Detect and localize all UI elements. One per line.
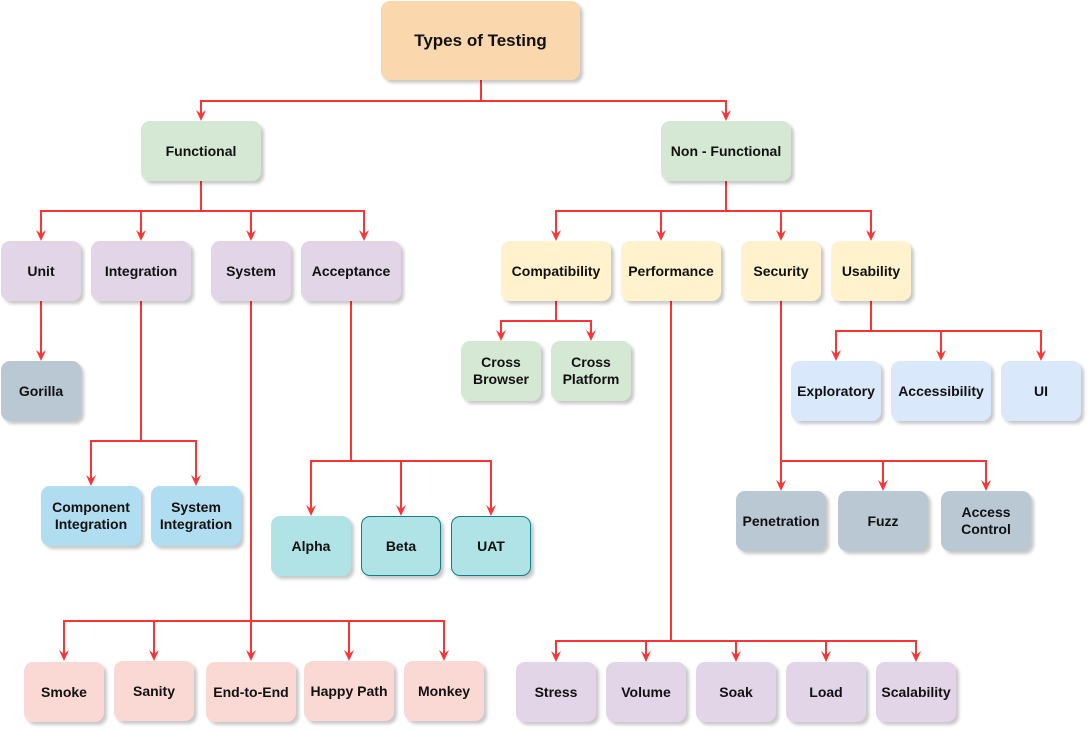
connector-line (480, 80, 727, 115)
node-functional: Functional (141, 121, 261, 181)
node-happy-path: Happy Path (304, 661, 394, 721)
connector-line (250, 301, 445, 655)
connector-line (250, 301, 350, 655)
arrow-head-icon (656, 230, 666, 241)
connector-line (780, 301, 987, 485)
arrow-head-icon (59, 650, 69, 661)
node-load: Load (786, 662, 866, 722)
connector-line (140, 301, 197, 480)
arrow-head-icon (721, 110, 731, 121)
arrow-head-icon (776, 480, 786, 491)
arrow-head-icon (731, 651, 741, 662)
node-system-integration: System Integration (151, 486, 241, 546)
arrow-head-icon (866, 230, 876, 241)
arrow-head-icon (359, 230, 369, 241)
node-cross-browser: Cross Browser (461, 341, 541, 401)
node-accessibility: Accessibility (891, 361, 991, 421)
node-acceptance: Acceptance (301, 241, 401, 301)
connector-line (153, 301, 252, 655)
arrow-head-icon (306, 505, 316, 516)
node-usability: Usability (831, 241, 911, 301)
connector-line (63, 301, 252, 655)
arrow-head-icon (586, 330, 596, 341)
connector-line (350, 301, 402, 510)
node-monkey: Monkey (404, 661, 484, 721)
arrow-head-icon (911, 651, 921, 662)
node-cross-platform: Cross Platform (551, 341, 631, 401)
node-system: System (211, 241, 291, 301)
arrow-head-icon (878, 480, 888, 491)
connector-line (200, 181, 252, 235)
connector-line (670, 301, 917, 656)
connector-line (660, 181, 727, 235)
node-component-integration: Component Integration (41, 486, 141, 546)
arrow-head-icon (551, 651, 561, 662)
arrow-head-icon (981, 480, 991, 491)
node-root: Types of Testing (381, 1, 580, 80)
node-alpha: Alpha (271, 516, 351, 576)
arrow-head-icon (36, 350, 46, 361)
connector-line (500, 301, 557, 335)
node-smoke: Smoke (24, 662, 104, 722)
node-soak: Soak (696, 662, 776, 722)
node-access-control: Access Control (941, 491, 1031, 551)
node-end-to-end: End-to-End (206, 662, 296, 722)
connector-line (870, 301, 942, 355)
arrow-head-icon (396, 505, 406, 516)
connector-line (670, 301, 827, 656)
connector-line (725, 181, 872, 235)
arrow-head-icon (776, 230, 786, 241)
connector-line (725, 181, 782, 235)
arrow-head-icon (149, 650, 159, 661)
node-ui: UI (1001, 361, 1081, 421)
node-performance: Performance (621, 241, 721, 301)
connector-line (140, 181, 202, 235)
node-uat: UAT (451, 516, 531, 576)
node-gorilla: Gorilla (1, 361, 81, 421)
node-penetration: Penetration (736, 491, 826, 551)
arrow-head-icon (1036, 350, 1046, 361)
arrow-head-icon (344, 650, 354, 661)
arrow-head-icon (486, 505, 496, 516)
connector-line (555, 181, 727, 235)
connector-line (200, 80, 482, 115)
arrow-head-icon (551, 230, 561, 241)
connector-line (645, 301, 672, 656)
arrow-head-icon (36, 230, 46, 241)
node-sanity: Sanity (114, 661, 194, 721)
arrow-head-icon (136, 230, 146, 241)
node-non-functional: Non - Functional (661, 121, 791, 181)
connector-line (555, 301, 592, 335)
node-scalability: Scalability (876, 662, 956, 722)
node-exploratory: Exploratory (791, 361, 881, 421)
arrow-head-icon (196, 110, 206, 121)
connector-line (835, 301, 872, 355)
arrow-head-icon (86, 475, 96, 486)
arrow-head-icon (936, 350, 946, 361)
node-stress: Stress (516, 662, 596, 722)
connector-line (310, 301, 352, 510)
arrow-head-icon (641, 651, 651, 662)
node-volume: Volume (606, 662, 686, 722)
arrow-head-icon (246, 230, 256, 241)
connector-line (90, 301, 142, 480)
connector-line (870, 301, 1042, 355)
node-unit: Unit (1, 241, 81, 301)
connector-line (670, 301, 737, 656)
arrow-head-icon (831, 350, 841, 361)
connector-line (200, 181, 365, 235)
arrow-head-icon (496, 330, 506, 341)
connector-line (40, 181, 202, 235)
arrow-head-icon (821, 651, 831, 662)
node-fuzz: Fuzz (838, 491, 928, 551)
arrow-head-icon (191, 475, 201, 486)
arrow-head-icon (439, 650, 449, 661)
node-security: Security (741, 241, 821, 301)
connector-line (350, 301, 492, 510)
node-integration: Integration (91, 241, 191, 301)
node-beta: Beta (361, 516, 441, 576)
node-compatibility: Compatibility (501, 241, 611, 301)
arrow-head-icon (246, 650, 256, 661)
